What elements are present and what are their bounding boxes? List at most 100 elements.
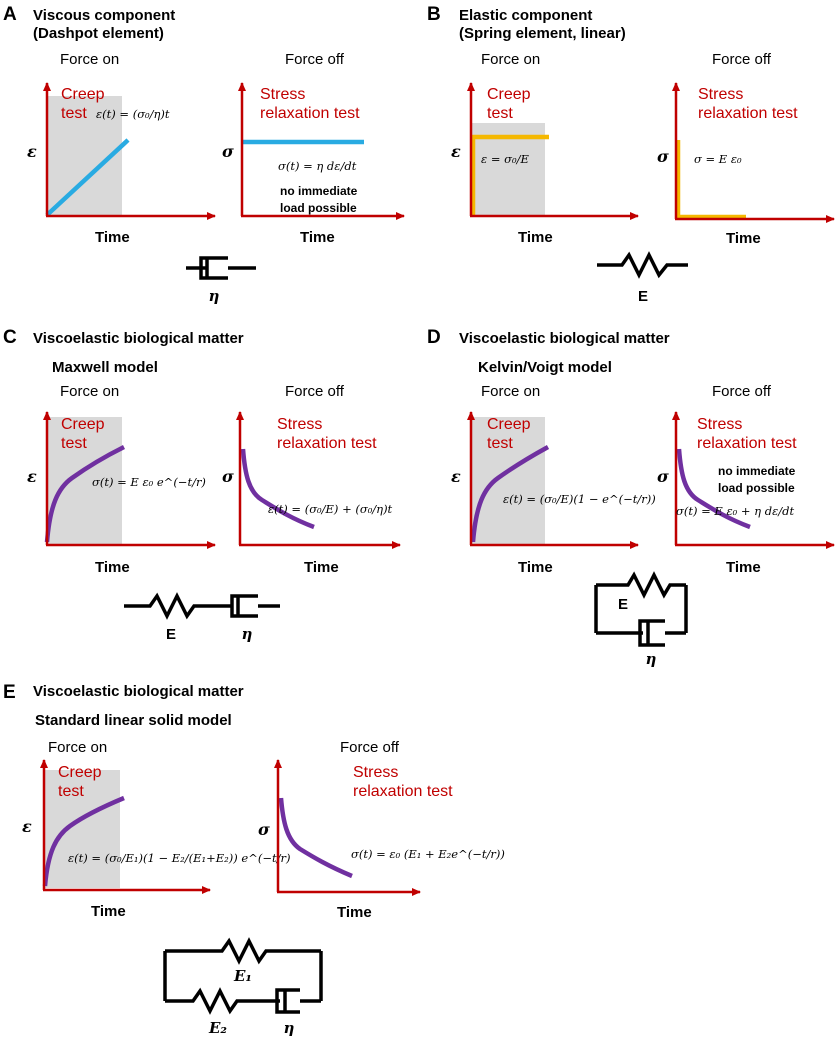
panel-d-creep-curve: [470, 445, 550, 543]
panel-d-right-header: Force off: [712, 383, 772, 400]
panel-d-left-equation: ε(t) = (σ₀/E)(1 − e^(−t/r)): [503, 492, 656, 506]
panel-a-dashpot-symbol: [186, 256, 256, 280]
panel-e-creep-curve: [42, 795, 125, 887]
panel-b-mech-e: E: [638, 288, 648, 305]
panel-d-left-ylabel: ε: [451, 467, 461, 486]
panel-b-title-line2: (Spring element, linear): [459, 25, 626, 42]
panel-a-left-test-line2: test: [61, 105, 87, 122]
panel-d-right-ylabel: σ: [657, 467, 669, 486]
panel-b-relax-curve: [675, 140, 746, 220]
panel-d-note-line1: no immediate: [718, 464, 796, 478]
panel-d-mech-e: E: [618, 596, 628, 613]
panel-e-relax-curve: [278, 797, 353, 879]
panel-a-left-test-line1: Creep: [61, 86, 105, 103]
panel-d-letter: D: [427, 327, 441, 348]
panel-e-mech-eta: η: [284, 1019, 295, 1037]
panel-e-right-ylabel: σ: [258, 820, 270, 839]
panel-b-right-equation: σ = E ε₀: [694, 152, 742, 166]
panel-a-note-line2: load possible: [280, 201, 357, 215]
panel-a-mech-eta: η: [209, 287, 220, 305]
panel-d-shade: [472, 417, 545, 544]
panel-a-right-test-line2: relaxation test: [260, 105, 360, 122]
panel-e-left-test-line2: test: [58, 783, 84, 800]
panel-b-right-xlabel: Time: [726, 230, 761, 247]
panel-c-right-test-line1: Stress: [277, 416, 322, 433]
panel-d-left-header: Force on: [481, 383, 540, 400]
panel-e-right-xlabel: Time: [337, 904, 372, 921]
panel-c-right-test-line2: relaxation test: [277, 435, 377, 452]
panel-b-right-ylabel: σ: [657, 147, 669, 166]
panel-a-note-line1: no immediate: [280, 184, 358, 198]
panel-c-left-test-line2: test: [61, 435, 87, 452]
panel-e-left-equation: ε(t) = (σ₀/E₁)(1 − E₂/(E₁+E₂)) e^(−t/r): [68, 851, 290, 865]
panel-d-right-xlabel: Time: [726, 559, 761, 576]
panel-e-left-header: Force on: [48, 739, 107, 756]
panel-c-letter: C: [3, 327, 17, 348]
panel-d-left-test-line2: test: [487, 435, 513, 452]
panel-b-left-header: Force on: [481, 51, 540, 68]
panel-c-creep-curve: [44, 444, 126, 543]
panel-d-model: Kelvin/Voigt model: [478, 359, 612, 376]
panel-b-left-test-line1: Creep: [487, 86, 531, 103]
panel-e-letter: E: [3, 682, 16, 703]
panel-c-relax-curve: [240, 448, 315, 530]
panel-b-left-test-line2: test: [487, 105, 513, 122]
panel-d: D Viscoelastic biological matter Kelvin/…: [427, 327, 835, 668]
panel-e-shade: [45, 770, 120, 888]
panel-d-left-test-line1: Creep: [487, 416, 531, 433]
panel-a-letter: A: [3, 4, 17, 25]
panel-e-model: Standard linear solid model: [35, 712, 232, 729]
panel-e-right-equation: σ(t) = ε₀ (E₁ + E₂e^(−t/r)): [351, 847, 505, 861]
panel-a-title-line1: Viscous component: [33, 7, 175, 24]
panel-a-right-equation: σ(t) = η dε/dt: [278, 159, 357, 173]
panel-b-left-ylabel: ε: [451, 142, 461, 161]
panel-b-spring-symbol: [597, 251, 688, 279]
panel-d-title: Viscoelastic biological matter: [459, 330, 670, 347]
panel-c-left-equation: σ(t) = E ε₀ e^(−t/r): [92, 475, 206, 489]
panel-d-right-test-line2: relaxation test: [697, 435, 797, 452]
panel-e-right-test-line2: relaxation test: [353, 783, 453, 800]
panel-e-mech-e2: E₂: [208, 1019, 227, 1037]
panel-d-mech-eta: η: [646, 650, 657, 668]
panel-a-left-equation: ε(t) = (σ₀/η)t: [96, 107, 170, 121]
panel-e-right-test-line1: Stress: [353, 764, 398, 781]
panel-d-relax-curve: [676, 448, 751, 530]
panel-c: C Viscoelastic biological matter Maxwell…: [3, 327, 401, 643]
panel-c-title: Viscoelastic biological matter: [33, 330, 244, 347]
panel-c-model: Maxwell model: [52, 359, 158, 376]
panel-a-right-test-line1: Stress: [260, 86, 305, 103]
panel-e-left-ylabel: ε: [22, 817, 32, 836]
panel-c-mech-e: E: [166, 626, 176, 643]
panel-b-left-equation: ε = σ₀/E: [481, 152, 529, 166]
panel-c-maxwell-symbol: [124, 592, 280, 620]
panel-e: E Viscoelastic biological matter Standar…: [3, 682, 505, 1037]
panel-a-left-header: Force on: [60, 51, 119, 68]
panel-e-sls-symbol: [163, 937, 323, 1015]
panel-e-right-header: Force off: [340, 739, 400, 756]
panel-e-left-test-line1: Creep: [58, 764, 102, 781]
panel-c-left-xlabel: Time: [95, 559, 130, 576]
panel-c-left-test-line1: Creep: [61, 416, 105, 433]
panel-b-right-test-line2: relaxation test: [698, 105, 798, 122]
panel-a-left-xlabel: Time: [95, 229, 130, 246]
panel-a-right-xlabel: Time: [300, 229, 335, 246]
panel-a-title-line2: (Dashpot element): [33, 25, 164, 42]
panel-c-right-equation: ε(t) = (σ₀/E) + (σ₀/η)t: [268, 502, 393, 516]
panel-c-right-xlabel: Time: [304, 559, 339, 576]
panel-d-left-xlabel: Time: [518, 559, 553, 576]
panel-a-creep-curve: [45, 138, 130, 217]
panel-c-right-header: Force off: [285, 383, 345, 400]
panel-d-kelvin-voigt-symbol: [594, 571, 688, 647]
panel-d-note-line2: load possible: [718, 481, 795, 495]
panel-c-shade: [47, 417, 122, 544]
panel-b-title-line1: Elastic component: [459, 7, 592, 24]
panel-b-left-xlabel: Time: [518, 229, 553, 246]
panel-d-right-test-line1: Stress: [697, 416, 742, 433]
panel-a: A Viscous component (Dashpot element) Fo…: [3, 4, 405, 305]
panel-e-mech-e1: E₁: [233, 967, 252, 985]
panel-c-left-header: Force on: [60, 383, 119, 400]
panel-b-right-header: Force off: [712, 51, 772, 68]
panel-b-right-test-line1: Stress: [698, 86, 743, 103]
panel-d-right-equation: σ(t) = E ε₀ + η dε/dt: [676, 504, 794, 518]
